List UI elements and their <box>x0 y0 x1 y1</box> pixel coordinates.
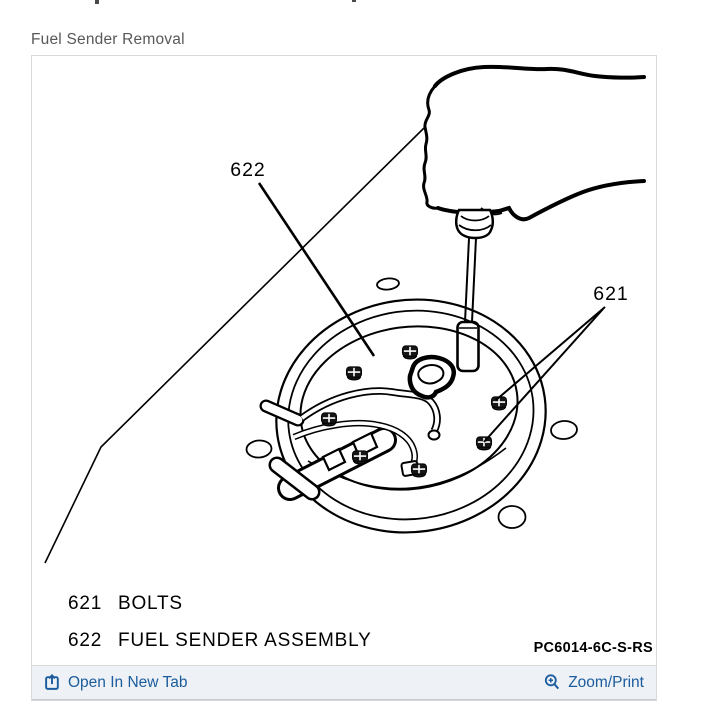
legend-ref-622: 622 <box>68 630 102 651</box>
magnifier-zoom-icon <box>545 674 560 690</box>
bolt-nut <box>490 396 508 411</box>
hand-and-forearm <box>422 64 646 222</box>
tank-surface-holes <box>245 277 578 529</box>
fuel-tank-edge <box>44 127 425 564</box>
part-code: PC6014-6C-S-RS <box>534 640 653 656</box>
tank-flange-ring <box>275 298 547 534</box>
legend-label-fuel-sender-assembly: FUEL SENDER ASSEMBLY <box>118 630 372 651</box>
callout-621-leader-line <box>495 306 606 401</box>
open-in-new-tab-link[interactable]: Open In New Tab <box>44 674 187 692</box>
bolt-nut <box>410 463 428 478</box>
legend-ref-621: 621 <box>68 593 102 614</box>
figure-panel: 622 621 621 BOLTS 622 FUEL SENDER ASSEMB… <box>31 55 657 701</box>
zoom-print-link[interactable]: Zoom/Print <box>544 674 644 692</box>
bolt-nut <box>475 436 493 451</box>
callout-622-label: 622 <box>230 159 266 181</box>
open-in-new-tab-label: Open In New Tab <box>68 673 188 691</box>
callout-621: 621 <box>483 283 629 443</box>
bolt-nut <box>401 345 419 360</box>
page-title: Fuel Sender Removal <box>31 31 185 48</box>
bolt-nut <box>345 366 363 381</box>
fuel-sender-diagram: 622 621 621 BOLTS 622 FUEL SENDER ASSEMB… <box>44 64 653 656</box>
callout-621-label: 621 <box>593 283 629 305</box>
fuel-pump-and-pipes <box>259 387 441 501</box>
bolt-nut <box>351 450 369 465</box>
footer-toolbar: Open In New Tab Zoom/Print <box>32 665 656 700</box>
nut-driver-tool <box>454 208 495 373</box>
open-in-new-tab-icon <box>45 674 59 690</box>
bolt-nut <box>320 412 338 427</box>
legend-label-bolts: BOLTS <box>118 593 183 614</box>
callout-622: 622 <box>230 159 376 357</box>
zoom-print-label: Zoom/Print <box>568 673 644 691</box>
legend: 621 BOLTS 622 FUEL SENDER ASSEMBLY PC601… <box>68 593 653 656</box>
callout-622-leader-line <box>257 182 376 357</box>
callout-621-leader-line <box>483 308 604 443</box>
clipped-text-fragment <box>352 0 356 2</box>
cam-lock-retainer <box>407 354 456 400</box>
clipped-text-fragment <box>95 0 99 4</box>
